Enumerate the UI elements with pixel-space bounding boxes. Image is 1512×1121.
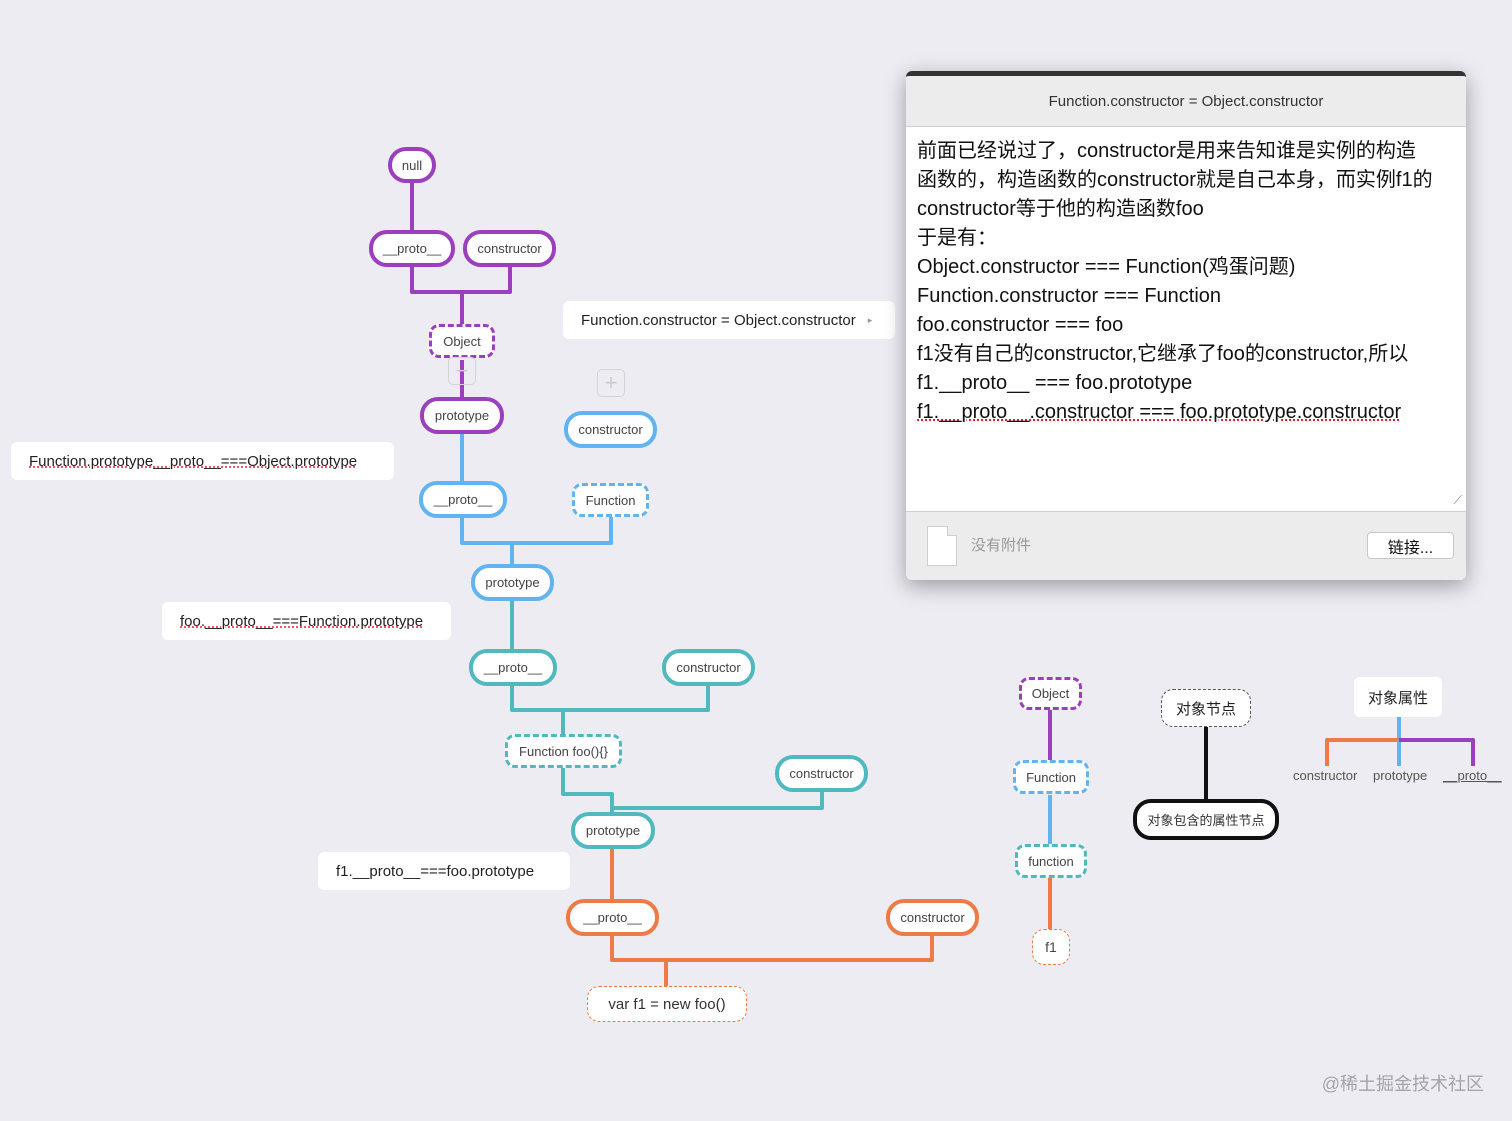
legend-function-lower-node[interactable]: function [1015, 844, 1087, 878]
popup-title: Function.constructor = Object.constructo… [906, 76, 1466, 127]
note-text: Function.constructor = Object.constructo… [581, 311, 856, 329]
popup-footer: 没有附件 链接... [906, 511, 1466, 580]
note-text: foo.__proto__===Function.prototype [180, 612, 424, 630]
legend-object-node[interactable]: Object [1019, 677, 1082, 710]
legend-attr-constructor: constructor [1293, 768, 1358, 783]
foo-function-node[interactable]: Function foo(){} [505, 734, 622, 768]
note-foo-proto[interactable]: foo.__proto__===Function.prototype [162, 602, 451, 640]
f1-constructor-node[interactable]: constructor [886, 899, 979, 936]
f1-proto-node[interactable]: __proto__ [566, 899, 659, 936]
legend-attr-proto: __proto__ [1443, 768, 1502, 783]
collapse-control[interactable]: − [448, 357, 476, 385]
prototype-constructor-node[interactable]: constructor [775, 755, 868, 792]
plus-icon: + [604, 370, 618, 395]
legend-object-attr-text: 对象属性 [1367, 689, 1428, 707]
object-node[interactable]: Object [429, 324, 495, 358]
note-function-prototype[interactable]: Function.prototype__proto__===Object.pro… [11, 442, 394, 480]
popup-line: f1没有自己的constructor,它继承了foo的constructor,所… [917, 343, 1409, 365]
note-popup: Function.constructor = Object.constructo… [906, 71, 1466, 580]
object-proto-node[interactable]: __proto__ [369, 230, 455, 267]
legend-object-node-label[interactable]: 对象节点 [1161, 689, 1251, 727]
popup-line: 前面已经说过了，constructor是用来告知谁是实例的构造 [917, 140, 1416, 162]
popup-line: f1.__proto__.constructor === foo.prototy… [917, 401, 1402, 423]
legend-object-attr[interactable]: 对象属性 [1354, 677, 1442, 717]
object-constructor-node[interactable]: constructor [463, 230, 556, 267]
legend-function-node[interactable]: Function [1013, 760, 1089, 794]
note-function-constructor[interactable]: Function.constructor = Object.constructo… [563, 301, 895, 339]
no-attachment-label: 没有附件 [971, 537, 1032, 554]
document-icon [927, 526, 957, 566]
add-control[interactable]: + [597, 369, 625, 397]
popup-line: Object.constructor === Function(鸡蛋问题) [917, 256, 1296, 278]
popup-text-area[interactable]: 前面已经说过了，constructor是用来告知谁是实例的构造 函数的，构造函数… [906, 127, 1466, 495]
note-pointer-icon: ▸ [867, 314, 873, 325]
function-constructor-node[interactable]: constructor [564, 411, 657, 448]
popup-line: constructor等于他的构造函数foo [917, 198, 1204, 220]
watermark: @稀土掘金技术社区 [1321, 1074, 1484, 1094]
minus-icon: − [455, 358, 469, 383]
legend-f1-node[interactable]: f1 [1032, 929, 1070, 965]
legend-object-props-node[interactable]: 对象包含的属性节点 [1133, 799, 1279, 840]
foo-prototype-node[interactable]: prototype [571, 812, 655, 849]
function-proto-node[interactable]: __proto__ [419, 481, 507, 518]
popup-line: foo.constructor === foo [917, 314, 1124, 336]
resize-handle-icon[interactable]: ⟋ [1453, 493, 1462, 507]
popup-line: 于是有： [917, 227, 997, 249]
note-text: f1.__proto__===foo.prototype [336, 862, 535, 880]
note-f1-proto[interactable]: f1.__proto__===foo.prototype [318, 852, 570, 890]
popup-line: f1.__proto__ === foo.prototype [917, 372, 1193, 394]
foo-constructor-node[interactable]: constructor [662, 649, 755, 686]
object-prototype-node[interactable]: prototype [420, 397, 504, 434]
note-text: Function.prototype__proto__===Object.pro… [29, 452, 358, 470]
null-node[interactable]: null [388, 147, 436, 183]
legend-attr-prototype: prototype [1373, 768, 1428, 783]
popup-line: 函数的，构造函数的constructor就是自己本身，而实例f1的 [917, 169, 1433, 191]
link-button[interactable]: 链接... [1367, 532, 1454, 559]
function-prototype-node[interactable]: prototype [471, 564, 554, 601]
function-node[interactable]: Function [572, 483, 649, 517]
foo-proto-node[interactable]: __proto__ [469, 649, 557, 686]
f1-instance-node[interactable]: var f1 = new foo() [587, 986, 747, 1022]
popup-line: Function.constructor === Function [917, 285, 1222, 307]
